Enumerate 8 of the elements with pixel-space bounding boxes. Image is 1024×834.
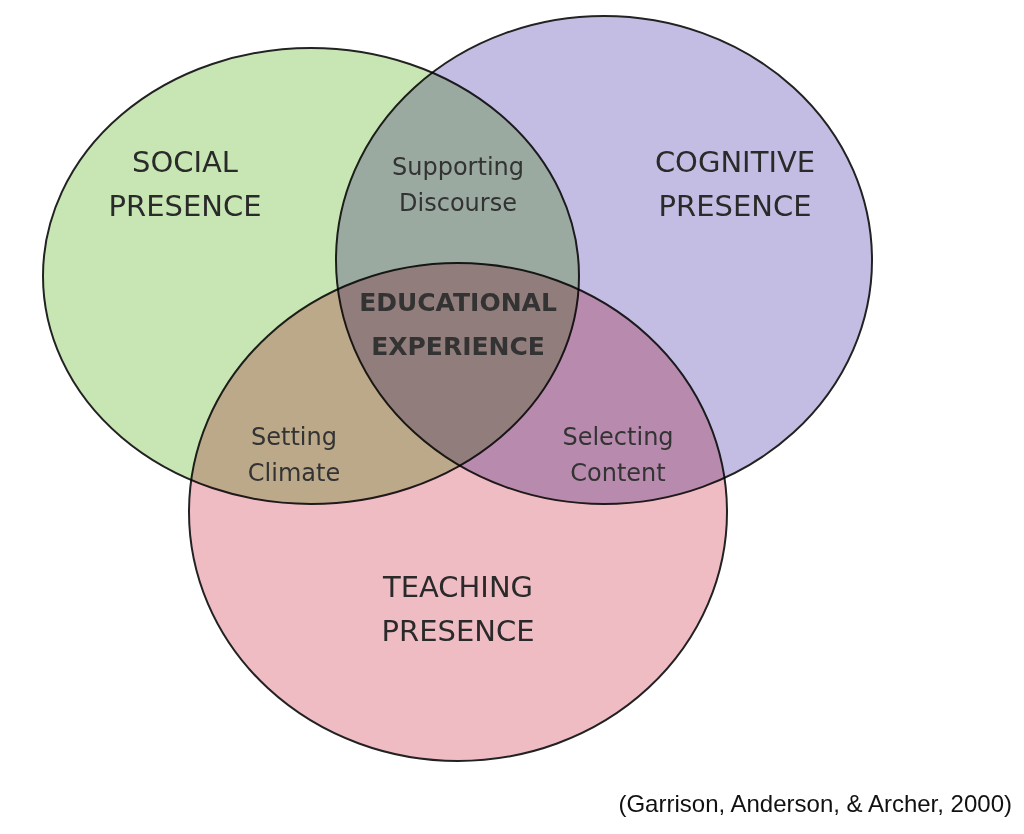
center-region-label: EDUCATIONAL EXPERIENCE (358, 287, 558, 363)
overlap-region-label: Selecting Content (561, 422, 675, 489)
citation: (Garrison, Anderson, & Archer, 2000) (618, 790, 1012, 818)
circle-title: TEACHING PRESENCE (380, 569, 536, 650)
overlap-region-label: Supporting Discourse (391, 152, 525, 219)
circle-title: SOCIAL PRESENCE (107, 144, 263, 225)
circle-title: COGNITIVE PRESENCE (653, 144, 817, 225)
overlap-region-label: Setting Climate (246, 422, 342, 489)
